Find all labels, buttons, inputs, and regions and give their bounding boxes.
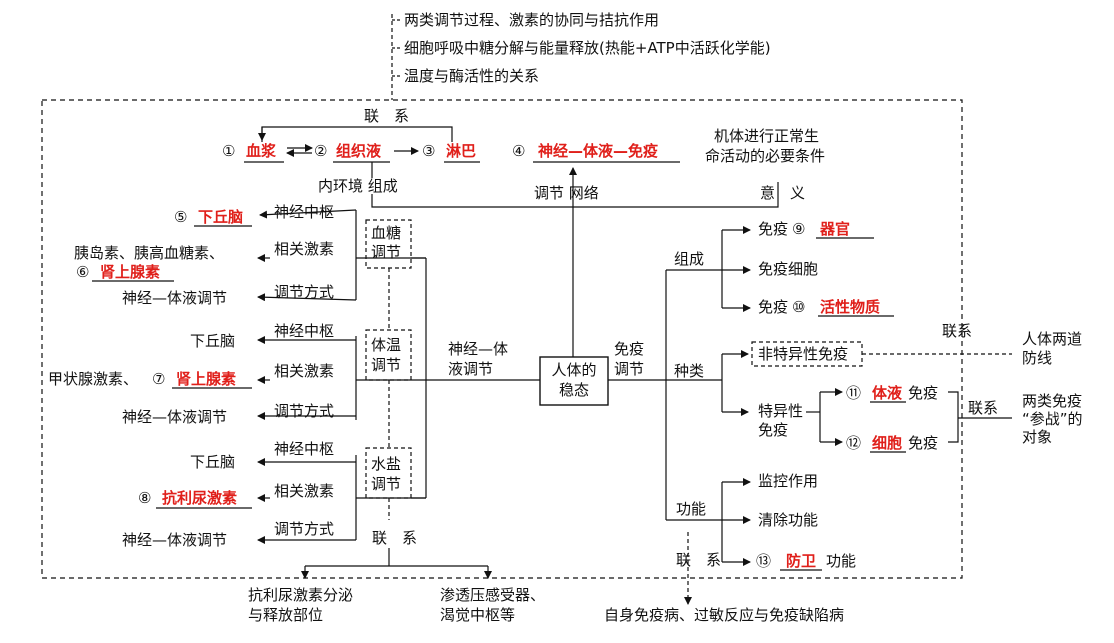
water-salt-mode-label: 调节方式 (274, 520, 335, 538)
answer-4-network: 神经—体液—免疫 (538, 142, 659, 160)
num-11: ⑪ (846, 384, 862, 402)
answer-3-lymph: 淋巴 (446, 142, 477, 160)
water-salt-center-label: 神经中枢 (274, 440, 335, 458)
immune-composition-label: 组成 (674, 250, 705, 268)
immune-substance-prefix: 免疫 (758, 298, 789, 316)
internal-env-composition: 内环境 组成 (318, 177, 398, 195)
water-salt-mode: 神经—体液调节 (122, 531, 228, 549)
blood-sugar-hormones: 胰岛素、胰高血糖素、 (74, 244, 225, 262)
network-label: 调节 网络 (534, 184, 599, 202)
meaning-label: 意 义 (760, 184, 806, 202)
center-line-1: 人体的 (551, 361, 597, 379)
top-note-2: 细胞呼吸中糖分解与能量释放(热能+ATP中活跃化学能) (404, 39, 771, 57)
temperature-mode-label: 调节方式 (274, 402, 335, 420)
output-1-line-2: 与释放部位 (248, 606, 324, 624)
center-box (539, 356, 609, 406)
num-10: ⑩ (792, 298, 806, 316)
function-monitor: 监控作用 (758, 472, 819, 490)
neuro-humoral-line-2: 液调节 (448, 360, 494, 378)
specific-immunity-line-1: 特异性 (758, 402, 804, 420)
num-6: ⑥ (76, 263, 90, 281)
temperature-box-2: 调节 (371, 356, 402, 374)
function-link-label: 联 系 (676, 551, 722, 569)
immune-organ-prefix: 免疫 (758, 220, 789, 238)
temperature-mode: 神经—体液调节 (122, 408, 228, 426)
num-8: ⑧ (138, 489, 152, 507)
immune-reg-line-2: 调节 (614, 360, 645, 378)
output-2-line-1: 渗透压感受器、 (440, 586, 546, 604)
humoral-suffix: 免疫 (908, 384, 939, 402)
answer-13-defense: 防卫 (786, 552, 817, 570)
water-salt-center: 下丘脑 (190, 453, 236, 471)
num-13: ⑬ (756, 552, 772, 570)
targets-line-3: 对象 (1022, 428, 1053, 446)
temperature-box-1: 体温 (371, 336, 402, 354)
temperature-center-label: 神经中枢 (274, 322, 335, 340)
answer-5-hypothalamus: 下丘脑 (198, 208, 244, 226)
targets-link-label: 联系 (968, 399, 999, 417)
immune-reg-line-1: 免疫 (614, 340, 645, 358)
immune-cells: 免疫细胞 (758, 260, 819, 278)
function-defense-suffix: 功能 (826, 552, 857, 570)
nonspecific-immunity: 非特异性免疫 (758, 345, 849, 363)
num-4: ④ (512, 142, 526, 160)
water-salt-box-2: 调节 (371, 475, 402, 493)
num-9: ⑨ (792, 220, 806, 238)
answer-8-adh: 抗利尿激素 (162, 489, 238, 507)
temperature-hormones: 甲状腺激素、 (48, 370, 139, 388)
answer-11-humoral: 体液 (872, 384, 903, 402)
num-3: ③ (422, 142, 436, 160)
answer-12-cellular: 细胞 (872, 434, 903, 452)
internal-env-link-label: 联 系 (364, 107, 410, 125)
targets-line-2: “参战”的 (1022, 410, 1083, 428)
immune-function-label: 功能 (676, 500, 707, 518)
num-2: ② (314, 142, 328, 160)
temperature-center: 下丘脑 (190, 332, 236, 350)
answer-7-adrenaline: 肾上腺素 (176, 370, 237, 388)
top-note-1: 两类调节过程、激素的协同与拮抗作用 (404, 11, 660, 29)
targets-line-1: 两类免疫 (1022, 392, 1083, 410)
top-note-3: 温度与酶活性的关系 (404, 67, 540, 85)
num-5: ⑤ (174, 208, 188, 226)
immune-diseases: 自身免疫病、过敏反应与免疫缺陷病 (604, 606, 845, 624)
num-12: ⑫ (846, 434, 862, 452)
answer-10-active-substance: 活性物质 (820, 298, 881, 316)
water-salt-link-label: 联 系 (372, 529, 418, 547)
answer-2-tissue-fluid: 组织液 (336, 142, 382, 160)
condition-line-1: 机体进行正常生 (714, 127, 820, 145)
specific-immunity-line-2: 免疫 (758, 421, 789, 439)
answer-9-organ: 器官 (820, 220, 851, 238)
num-1: ① (222, 142, 236, 160)
blood-sugar-mode: 神经—体液调节 (122, 289, 228, 307)
water-salt-hormone-label: 相关激素 (274, 482, 335, 500)
outer-dashed-frame (41, 99, 963, 579)
condition-line-2: 命活动的必要条件 (705, 147, 826, 165)
temperature-hormone-label: 相关激素 (274, 362, 335, 380)
water-salt-box-1: 水盐 (371, 455, 402, 473)
output-2-line-2: 渴觉中枢等 (440, 606, 516, 624)
neuro-humoral-line-1: 神经—体 (448, 340, 509, 358)
answer-6-adrenaline: 肾上腺素 (100, 263, 161, 281)
blood-sugar-box-2: 调节 (371, 243, 402, 261)
function-clearance: 清除功能 (758, 511, 819, 529)
center-line-2: 稳态 (558, 381, 589, 399)
cellular-suffix: 免疫 (908, 434, 939, 452)
defense-line-1: 人体两道 (1022, 330, 1083, 348)
blood-sugar-hormone-label: 相关激素 (274, 240, 335, 258)
defense-line-2: 防线 (1022, 349, 1053, 367)
blood-sugar-box-1: 血糖 (371, 224, 402, 242)
defense-link-label: 联系 (942, 322, 973, 340)
immune-types-label: 种类 (674, 362, 705, 380)
answer-1-plasma: 血浆 (246, 142, 277, 160)
blood-sugar-center-label: 神经中枢 (274, 203, 335, 221)
blood-sugar-mode-label: 调节方式 (274, 283, 335, 301)
num-7: ⑦ (152, 370, 166, 388)
output-1-line-1: 抗利尿激素分泌 (248, 586, 354, 604)
